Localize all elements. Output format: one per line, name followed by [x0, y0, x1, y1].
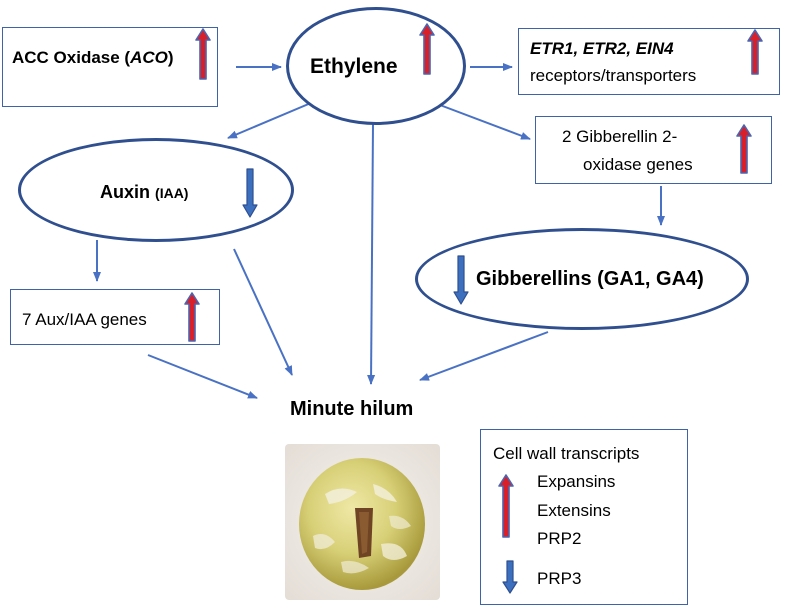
gibberellins-ellipse [415, 228, 749, 330]
legend-item-expansins: Expansins [537, 472, 616, 491]
cell-wall-legend [480, 429, 688, 605]
arrow-ethylene-to-auxin [227, 99, 319, 139]
auxin-label: Auxin (IAA) [100, 182, 189, 202]
ethylene-ellipse [286, 7, 466, 125]
arrow-ethylene-to-hilum [367, 123, 376, 385]
up-arrow-icon [184, 292, 200, 342]
ga-oxidase-label-line2: oxidase genes [583, 155, 693, 174]
aux-iaa-box [10, 289, 220, 345]
receptors-genes-label: ETR1, ETR2, EIN4 [530, 39, 674, 58]
receptors-label: receptors/transporters [530, 66, 697, 85]
down-arrow-icon [242, 168, 258, 218]
legend-item-extensins: Extensins [537, 501, 611, 520]
down-arrow-icon [453, 255, 469, 305]
arrow-gibberellins-to-hilum [419, 331, 549, 381]
arrow-ethylene-to-ga-oxidase [431, 101, 531, 140]
arrow-auxin-to-hilum [233, 248, 293, 376]
arrow-aux-iaa-to-hilum [147, 354, 258, 399]
up-arrow-icon [498, 474, 514, 538]
aux-iaa-label: 7 Aux/IAA genes [22, 310, 147, 329]
up-arrow-icon [736, 124, 752, 174]
aco-box [2, 27, 218, 107]
hilum-label: Minute hilum [290, 398, 414, 420]
legend-item-prp3: PRP3 [537, 569, 582, 588]
up-arrow-icon [195, 28, 211, 80]
gibberellins-label: Gibberellins (GA1, GA4) [476, 268, 704, 290]
legend-item-prp2: PRP2 [537, 529, 582, 548]
aco-label: ACC Oxidase (ACO) [12, 48, 174, 67]
up-arrow-icon [747, 29, 763, 75]
ga-oxidase-box [535, 116, 772, 184]
ethylene-label: Ethylene [310, 55, 398, 78]
seed-photo [285, 444, 440, 600]
legend-title: Cell wall transcripts [493, 444, 640, 463]
receptors-box [518, 28, 780, 95]
down-arrow-icon [502, 560, 518, 594]
ga-oxidase-label-line1: 2 Gibberellin 2- [562, 127, 678, 146]
up-arrow-icon [419, 23, 435, 75]
